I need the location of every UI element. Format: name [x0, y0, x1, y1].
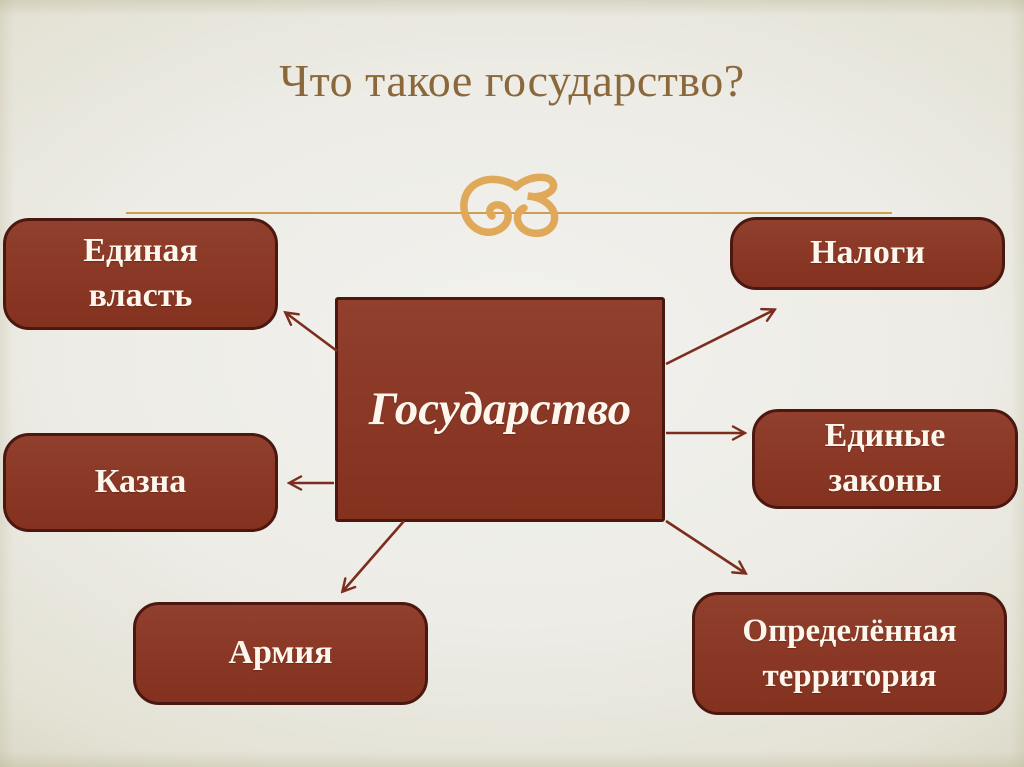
- node-taxes-label: Налоги: [810, 234, 925, 272]
- node-treasury: Казна: [3, 433, 278, 532]
- slide-title: Что такое государство?: [279, 55, 745, 106]
- flourish-divider-icon: [126, 173, 892, 237]
- node-territory-label: Определённая территория: [742, 612, 957, 694]
- arrow-center-to-unified-power: [286, 313, 338, 353]
- node-unified-laws: Единые законы: [752, 409, 1018, 509]
- node-army: Армия: [133, 602, 428, 705]
- node-army-label: Армия: [228, 634, 333, 672]
- node-state-center-label: Государство: [368, 383, 632, 436]
- node-state-center: Государство: [335, 297, 665, 522]
- arrow-center-to-taxes: [665, 310, 774, 366]
- node-unified-power: Единая власть: [3, 218, 278, 330]
- node-territory: Определённая территория: [692, 592, 1007, 715]
- node-taxes: Налоги: [730, 217, 1005, 290]
- node-unified-power-label: Единая власть: [83, 232, 198, 314]
- arrow-center-to-army: [343, 520, 405, 591]
- node-unified-laws-label: Единые законы: [824, 417, 946, 499]
- node-treasury-label: Казна: [94, 463, 187, 501]
- arrow-center-to-territory: [665, 519, 745, 573]
